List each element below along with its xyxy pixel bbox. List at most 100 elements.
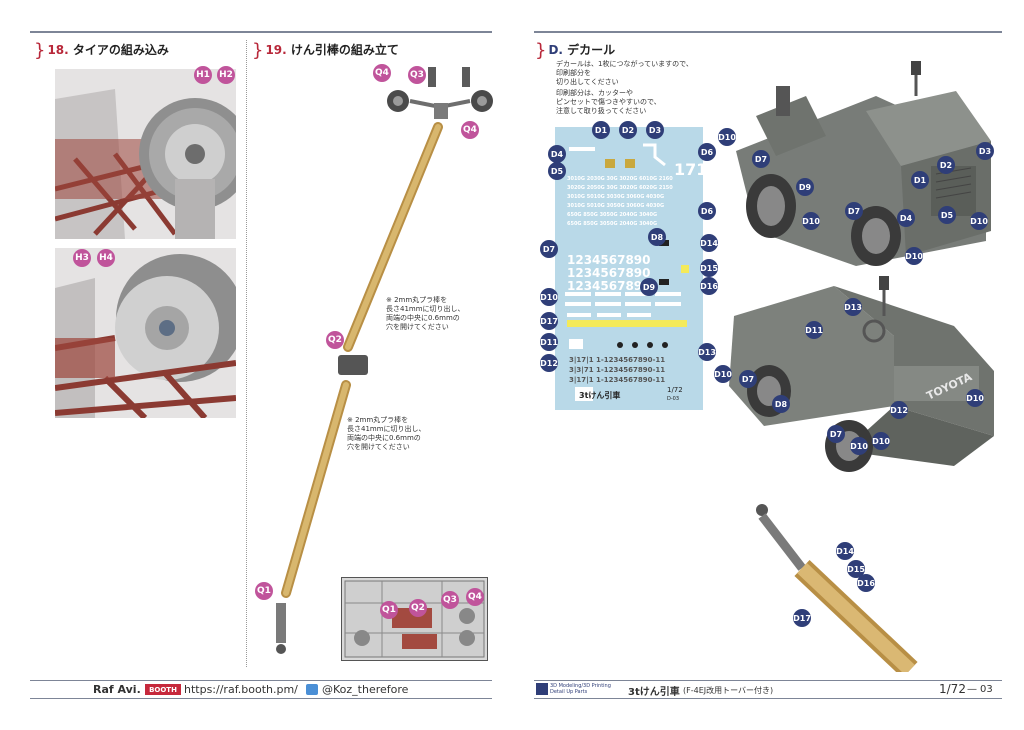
vehicle1-d9: D9 — [796, 178, 814, 196]
decal-label-d12: D12 — [540, 354, 558, 372]
vehicle1-d2: D2 — [937, 156, 955, 174]
decal-label-d14: D14 — [700, 234, 718, 252]
decal-numbers-2: 1234567890 — [567, 266, 651, 280]
vehicle2-d8: D8 — [772, 395, 790, 413]
rod-note-lower: ※ 2mm丸プラ棒を 長さ41mmに切り出し、 両端の中央に0.6mmの 穴を開… — [347, 416, 426, 451]
decal-instructions-1: デカールは、1枚につながっていますので、 印刷部分を 切り出してください — [556, 60, 693, 86]
footer-rule-top-right — [534, 680, 1002, 681]
brand-logo-text: 3D Modeling/3D Printing Detail Up Parts — [550, 683, 611, 695]
towbar-d15: D15 — [847, 560, 865, 578]
badge-h1: H1 — [194, 66, 212, 84]
decal-label-d7: D7 — [540, 240, 558, 258]
badge-q4-top-right: Q4 — [461, 121, 479, 139]
badge-q3-inset: Q3 — [441, 591, 459, 609]
author-name: Raf Avi. — [93, 683, 141, 696]
vehicle2-d10-a: D10 — [714, 365, 732, 383]
booth-link[interactable]: https://raf.booth.pm/ — [184, 683, 298, 696]
vehicle1-d5: D5 — [938, 206, 956, 224]
decal-label-d4: D4 — [548, 145, 566, 163]
sprue-inset — [341, 577, 488, 661]
tire-mount-illustration — [55, 248, 236, 418]
badge-q3-top: Q3 — [408, 66, 426, 84]
decal-sheet-scale: 1/72 — [667, 386, 683, 394]
decal-label-d6-a: D6 — [698, 143, 716, 161]
decal-label-d9: D9 — [640, 278, 658, 296]
badge-q4-top-left: Q4 — [373, 64, 391, 82]
badge-h2: H2 — [217, 66, 235, 84]
vehicle1-d7-b: D7 — [845, 202, 863, 220]
decal-instructions-2: 印刷部分は、カッターや ピンセットで傷つきやすいので、 注意して取り扱ってくださ… — [556, 89, 661, 115]
decal-codes-5: 650G 850G 3050G 2040G 3040G — [567, 212, 658, 218]
tow-tractor-front-view — [736, 61, 991, 266]
decal-sheet-graphics — [565, 143, 689, 401]
decal-label-d11: D11 — [540, 333, 558, 351]
product-subtitle: (F-4EJ改用トーバー付き) — [683, 686, 774, 695]
decal-label-d6-b: D6 — [698, 202, 716, 220]
towbar-illustration — [276, 67, 493, 654]
step18-photo-1 — [55, 69, 236, 239]
towbar-d16: D16 — [857, 574, 875, 592]
decal-codes-1: 3010G 2030G 30G 3020G 6010G 2160 — [567, 176, 673, 182]
decal-small-row-3: 3|17|1 1-1234567890-11 — [569, 376, 666, 384]
badge-q4-inset: Q4 — [466, 588, 484, 606]
vehicle2-d10-d: D10 — [872, 432, 890, 450]
decal-codes-3: 3010G 5010G 3030G 3060G 4030G — [567, 194, 665, 200]
tow-tractor-rear-view — [729, 276, 994, 472]
vehicle1-d1: D1 — [911, 171, 929, 189]
step18-photo-2 — [55, 248, 236, 418]
top-rule — [534, 31, 1002, 33]
brand-logo-icon — [536, 683, 548, 695]
twitter-icon — [306, 684, 318, 695]
decal-label-d5: D5 — [548, 162, 566, 180]
vehicle1-d7-a: D7 — [752, 150, 770, 168]
footer-rule-top — [30, 680, 492, 681]
twitter-handle[interactable]: @Koz_therefore — [322, 683, 409, 696]
vehicle1-d10-b: D10 — [802, 212, 820, 230]
vehicle2-d7-b: D7 — [827, 425, 845, 443]
scale-label: 1/72 — [939, 682, 966, 696]
badge-q1-bottom: Q1 — [255, 582, 273, 600]
badge-h3: H3 — [73, 249, 91, 267]
top-rule — [30, 31, 492, 33]
decal-label-d10: D10 — [540, 288, 558, 306]
vehicle2-d11: D11 — [805, 321, 823, 339]
decal-numbers-1: 1234567890 — [567, 253, 651, 267]
badge-q2-inset: Q2 — [409, 599, 427, 617]
decal-numbers-3: 1234567890 — [567, 279, 651, 293]
vehicle2-d7-a: D7 — [739, 370, 757, 388]
decal-sheet: 171 3010G 2030G 30G 3020G 6010G 2160 302… — [555, 127, 707, 410]
step18-title: }18. タイアの組み込み — [34, 40, 169, 61]
decal-codes-4: 3010G 5010G 3050G 3060G 4030G — [567, 203, 665, 209]
page-code: 03 — [980, 684, 993, 695]
vehicle1-d4: D4 — [897, 209, 915, 227]
footer-rule-bottom — [30, 698, 492, 699]
step19-title: }19. けん引棒の組み立て — [252, 40, 399, 61]
vehicle2-d12: D12 — [890, 401, 908, 419]
booth-logo: BOOTH — [145, 684, 181, 695]
rod-note-upper: ※ 2mm丸プラ棒を 長さ41mmに切り出し、 両端の中央に0.6mmの 穴を開… — [386, 296, 465, 331]
vehicle1-d10-a: D10 — [718, 128, 736, 146]
decal-label-d3: D3 — [646, 121, 664, 139]
badge-q2-mid: Q2 — [326, 331, 344, 349]
vehicle1-d10-c: D10 — [970, 212, 988, 230]
vehicle1-d3: D3 — [976, 142, 994, 160]
decal-label-d2: D2 — [619, 121, 637, 139]
footer-rule-bottom-right — [534, 698, 1002, 699]
sprue-illustration — [344, 580, 485, 658]
towbar-d14: D14 — [836, 542, 854, 560]
product-name: 3tけん引車 — [628, 687, 680, 698]
decal-label-d15: D15 — [700, 259, 718, 277]
decal-big-number: 171 — [674, 160, 708, 179]
column-divider — [246, 40, 247, 667]
decal-label-d13: D13 — [698, 343, 716, 361]
decal-section-title: }D. デカール — [535, 40, 616, 61]
left-page: }18. タイアの組み込み H1 H2 — [30, 31, 493, 699]
vehicle2-d10-b: D10 — [966, 389, 984, 407]
towbar-decal-view — [756, 504, 918, 672]
vehicle2-d10-c: D10 — [850, 437, 868, 455]
decal-sheet-sub: D-03 — [667, 396, 680, 402]
decal-small-row-2: 3|3|71 1-1234567890-11 — [569, 366, 666, 374]
decal-sheet-title: 3tけん引車 — [579, 391, 621, 400]
decal-label-d1: D1 — [592, 121, 610, 139]
decal-label-d17: D17 — [540, 312, 558, 330]
